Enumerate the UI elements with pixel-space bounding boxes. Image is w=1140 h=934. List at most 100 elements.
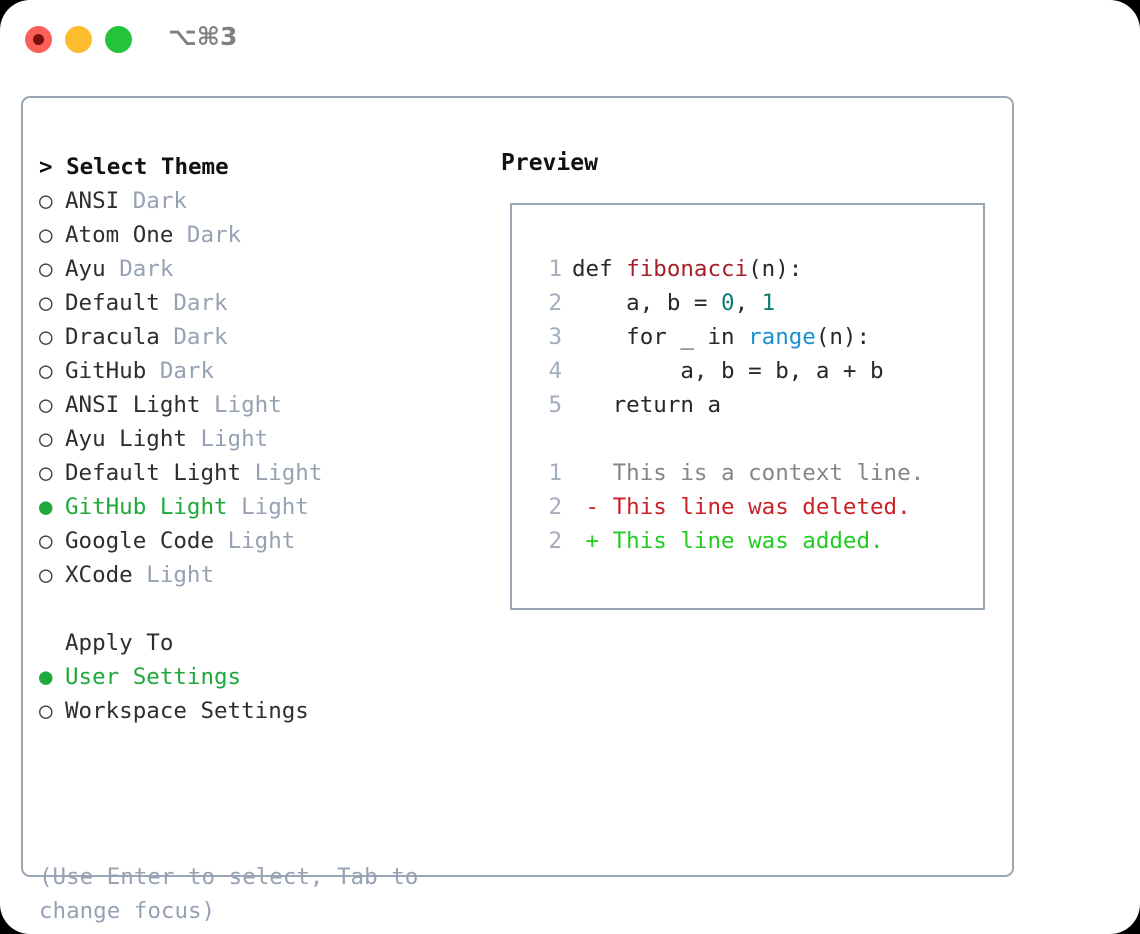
- theme-variant-tag: Light: [254, 460, 323, 486]
- code-token-plain: a, b = b, a + b: [572, 358, 884, 384]
- code-token-plain: def: [572, 256, 627, 282]
- theme-list-item[interactable]: ○ Atom One Dark: [39, 218, 499, 252]
- code-token-plain: return a: [572, 392, 722, 418]
- radio-unselected-icon[interactable]: ○: [39, 324, 53, 350]
- theme-name: Dracula: [65, 324, 174, 350]
- minimize-window-button[interactable]: [65, 26, 92, 53]
- maximize-window-button[interactable]: [105, 26, 132, 53]
- code-line: 3 for _ in range(n):: [536, 320, 924, 354]
- code-token-ctx: This is a context line.: [572, 460, 925, 486]
- radio-selected-icon[interactable]: ●: [39, 664, 53, 690]
- radio-unselected-icon[interactable]: ○: [39, 392, 53, 418]
- theme-list-item[interactable]: ○ Ayu Light Light: [39, 422, 499, 456]
- theme-name: Google Code: [65, 528, 228, 554]
- code-token-func: fibonacci: [626, 256, 749, 282]
- radio-unselected-icon[interactable]: ○: [39, 460, 53, 486]
- code-line: 2 - This line was deleted.: [536, 490, 924, 524]
- code-token-plain: for _ in: [572, 324, 749, 350]
- radio-unselected-icon[interactable]: ○: [39, 698, 53, 724]
- line-number: 5: [548, 392, 562, 418]
- apply-to-label: User Settings: [65, 664, 242, 690]
- theme-name: XCode: [65, 562, 147, 588]
- code-token-call: range: [748, 324, 816, 350]
- theme-list-item[interactable]: ○ ANSI Dark: [39, 184, 499, 218]
- code-token-plain: a, b =: [572, 290, 722, 316]
- apply-to-list[interactable]: ● User Settings ○ Workspace Settings: [39, 660, 499, 728]
- theme-list-item[interactable]: ○ Ayu Dark: [39, 252, 499, 286]
- main-panel: > Select Theme ○ANSI Dark○Atom One Dark○…: [21, 96, 1014, 924]
- code-line: 1 This is a context line.: [536, 456, 924, 490]
- theme-list-item[interactable]: ○ XCode Light: [39, 558, 499, 592]
- code-line: 5 return a: [536, 388, 924, 422]
- theme-list[interactable]: ○ ANSI Dark ○ Atom One Dark ○ Ayu Dark ○ Defaul…: [39, 184, 499, 592]
- theme-name: GitHub Light: [65, 494, 242, 520]
- apply-to-header: Apply To: [65, 630, 174, 656]
- title-bar: ⌥⌘3: [0, 0, 1140, 78]
- code-token-plain: ,: [734, 290, 762, 316]
- code-line: 2 + This line was added.: [536, 524, 924, 558]
- radio-unselected-icon[interactable]: ○: [39, 290, 53, 316]
- theme-variant-tag: Light: [146, 562, 215, 588]
- theme-name: ANSI Light: [65, 392, 215, 418]
- code-line: 1 def fibonacci(n):: [536, 252, 924, 286]
- theme-list-item[interactable]: ○ Default Dark: [39, 286, 499, 320]
- theme-select-column: > Select Theme ○ANSI Dark○Atom One Dark○…: [39, 150, 499, 728]
- radio-selected-icon[interactable]: ●: [39, 494, 53, 520]
- theme-variant-tag: Dark: [119, 256, 174, 282]
- code-token-num: 0: [721, 290, 735, 316]
- theme-variant-tag: Dark: [132, 188, 187, 214]
- preview-title: Preview: [501, 150, 598, 176]
- keyboard-hint-text: (Use Enter to select, Tab to change focu…: [39, 864, 419, 924]
- apply-to-label: Workspace Settings: [65, 698, 309, 724]
- line-number: 3: [548, 324, 562, 350]
- recording-indicator-dot: [33, 34, 44, 45]
- theme-variant-tag: Dark: [173, 290, 228, 316]
- theme-list-item[interactable]: ○ GitHub Dark: [39, 354, 499, 388]
- theme-name: Atom One: [65, 222, 187, 248]
- radio-unselected-icon[interactable]: ○: [39, 528, 53, 554]
- line-number: 2: [548, 290, 562, 316]
- line-number: 1: [548, 256, 562, 282]
- select-theme-header: > Select Theme: [39, 154, 229, 180]
- radio-unselected-icon[interactable]: ○: [39, 426, 53, 452]
- theme-variant-tag: Dark: [159, 358, 215, 384]
- radio-unselected-icon[interactable]: ○: [39, 256, 53, 282]
- theme-name: ANSI: [65, 188, 133, 214]
- theme-name: GitHub: [65, 358, 160, 384]
- radio-unselected-icon[interactable]: ○: [39, 188, 53, 214]
- theme-list-item[interactable]: ○ Google Code Light: [39, 524, 499, 558]
- code-line: [536, 422, 924, 456]
- theme-name: Default: [65, 290, 174, 316]
- theme-list-item[interactable]: ○Dracula Dark: [39, 320, 499, 354]
- theme-variant-tag: Light: [200, 426, 269, 452]
- apply-to-option[interactable]: ○ Workspace Settings: [39, 694, 499, 728]
- code-token-num: 1: [761, 290, 776, 316]
- line-number: 2: [548, 494, 562, 520]
- theme-list-item[interactable]: ○ Default Light Light: [39, 456, 499, 490]
- keyboard-shortcut-label: ⌥⌘3: [168, 22, 238, 51]
- apply-to-option[interactable]: ● User Settings: [39, 660, 499, 694]
- line-number: 4: [548, 358, 562, 384]
- code-line: 4 a, b = b, a + b: [536, 354, 924, 388]
- theme-list-item[interactable]: ● GitHub Light Light: [39, 490, 499, 524]
- theme-variant-tag: Light: [227, 528, 296, 554]
- theme-variant-tag: Light: [214, 392, 282, 418]
- theme-name: Default Light: [65, 460, 255, 486]
- code-token-plain: (n):: [815, 324, 871, 350]
- radio-unselected-icon[interactable]: ○: [39, 358, 53, 384]
- close-window-button[interactable]: [25, 26, 52, 53]
- line-number: 1: [548, 460, 562, 486]
- theme-variant-tag: Dark: [186, 222, 242, 248]
- theme-list-item[interactable]: ○ ANSI Light Light: [39, 388, 499, 422]
- theme-name: Ayu: [65, 256, 120, 282]
- theme-name: Ayu Light: [65, 426, 201, 452]
- radio-unselected-icon[interactable]: ○: [39, 562, 53, 588]
- line-number: 2: [548, 528, 562, 554]
- radio-unselected-icon[interactable]: ○: [39, 222, 53, 248]
- code-token-add: + This line was added.: [572, 528, 884, 554]
- theme-variant-tag: Light: [241, 494, 309, 520]
- code-token-plain: (n):: [748, 256, 803, 282]
